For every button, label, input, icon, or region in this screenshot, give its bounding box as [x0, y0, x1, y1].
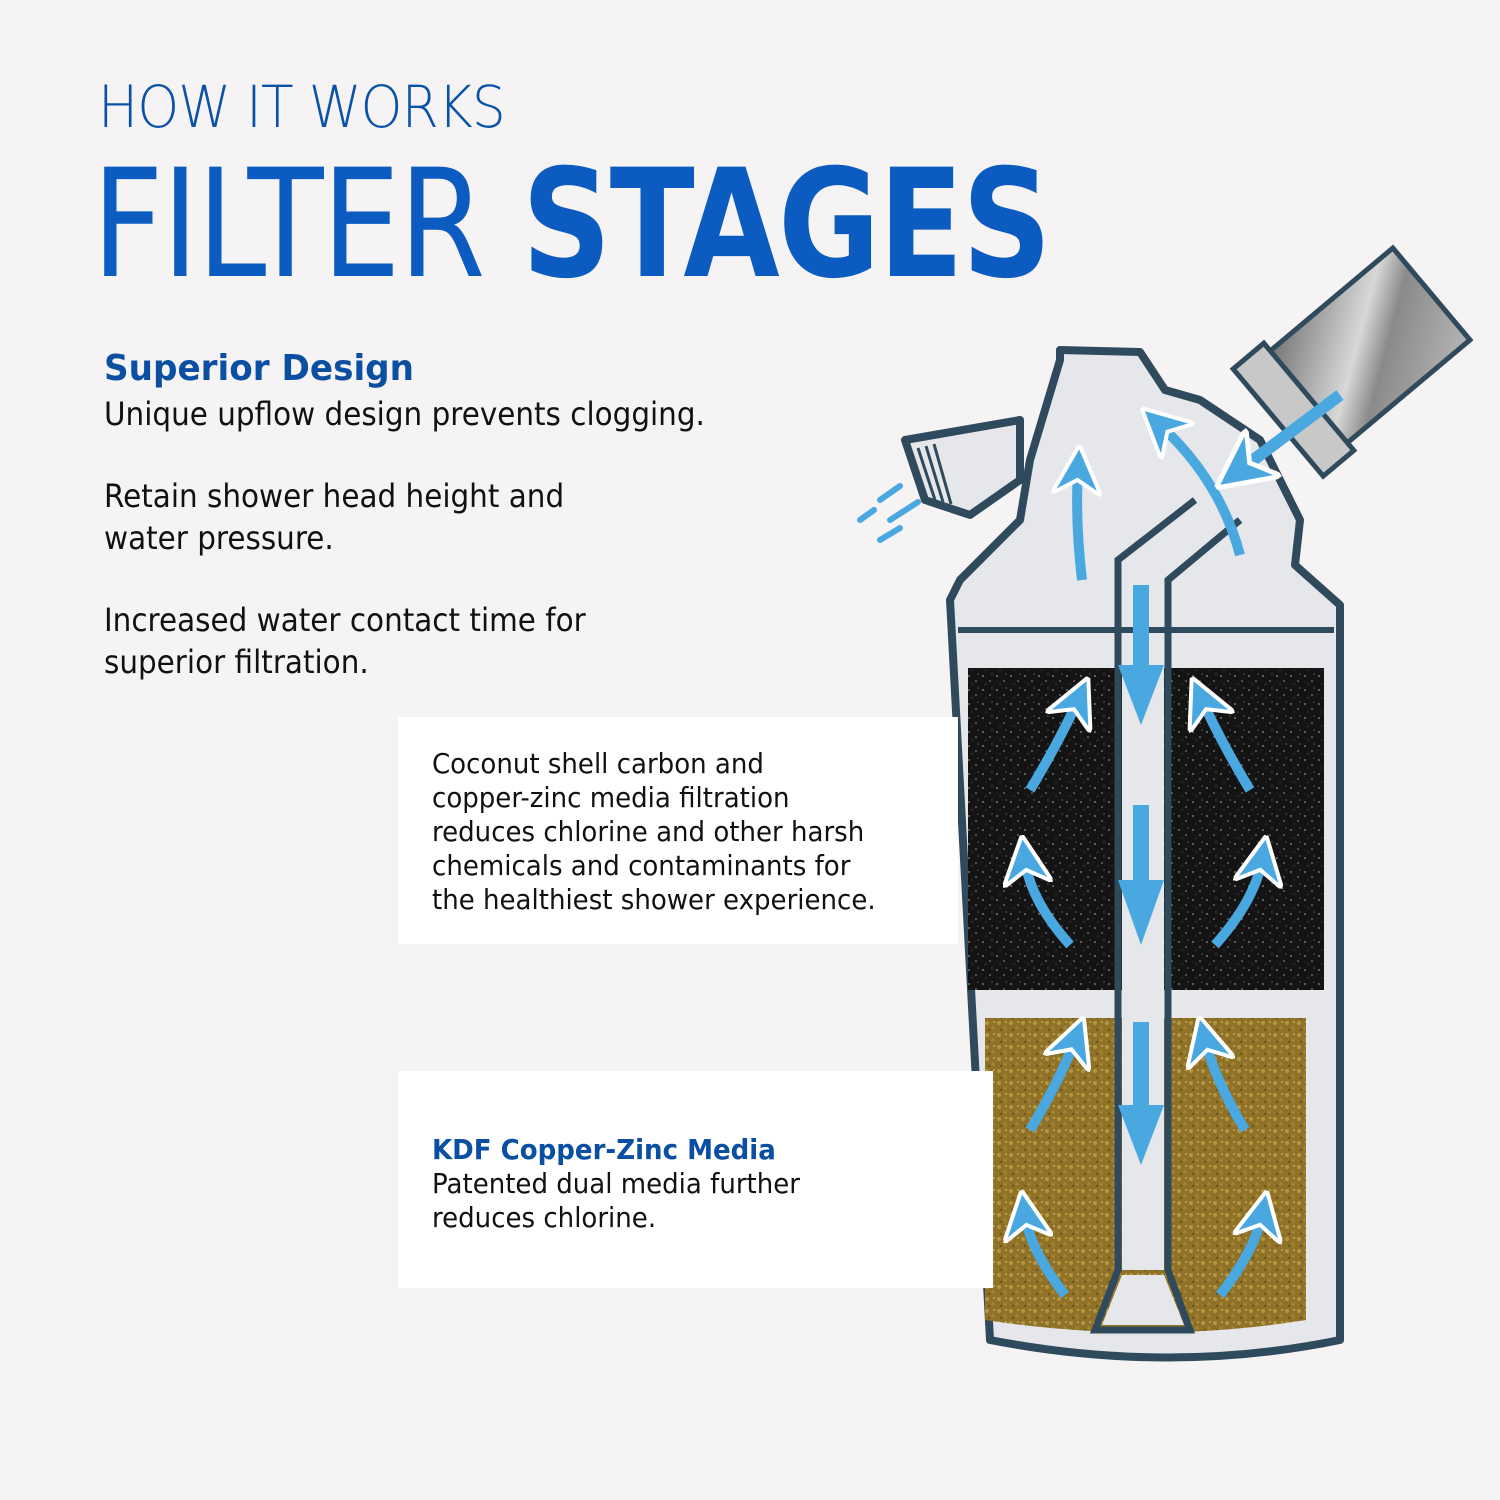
superior-design-heading: Superior Design — [104, 348, 415, 389]
shower-arm-pipe-icon — [1229, 244, 1474, 480]
carbon-media-layer — [968, 668, 1324, 990]
filter-housing — [946, 346, 1344, 1362]
page-title: FILTER STAGES — [92, 150, 1052, 300]
superior-design-section: Superior Design Unique upflow design pre… — [104, 345, 824, 723]
water-spray-icon — [857, 483, 921, 543]
kdf-stage-heading: KDF Copper-Zinc Media — [432, 1133, 776, 1166]
intro-paragraph-3: Increased water contact time for superio… — [104, 601, 586, 681]
kicker-how-it-works: HOW IT WORKS — [98, 73, 506, 141]
carbon-stage-description: Coconut shell carbon and copper-zinc med… — [432, 747, 876, 916]
flow-arrow-icon — [1118, 585, 1164, 1165]
intro-paragraph-2: Retain shower head height and water pres… — [104, 477, 565, 557]
kdf-media-layer — [985, 1018, 1306, 1333]
intro-paragraph-1: Unique upflow design prevents clogging. — [104, 395, 705, 433]
title-bold: STAGES — [521, 138, 1052, 312]
title-light: FILTER — [92, 138, 485, 312]
carbon-stage-card: Coconut shell carbon and copper-zinc med… — [398, 717, 958, 944]
kdf-stage-description: Patented dual media further reduces chlo… — [432, 1167, 800, 1234]
kdf-stage-card: KDF Copper-Zinc Media Patented dual medi… — [398, 1071, 993, 1288]
